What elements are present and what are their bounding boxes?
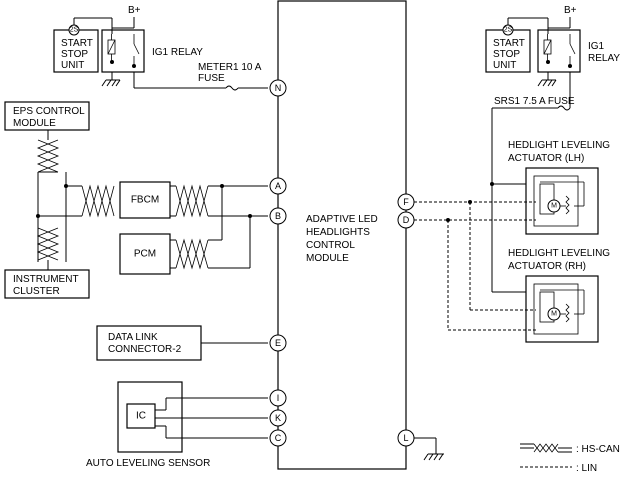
b-plus-right-label: B+ xyxy=(564,5,577,16)
start-stop-unit-right-line2: STOP xyxy=(493,49,520,60)
actuator-lh: HEDLIGHT LEVELING ACTUATOR (LH) M xyxy=(508,140,610,235)
start-stop-badge-right-text: 2S xyxy=(504,27,513,34)
eps-module-line1: EPS CONTROL xyxy=(13,106,85,117)
data-link-connector xyxy=(96,325,202,361)
data-link-line1: DATA LINK xyxy=(108,332,158,343)
adaptive-led-module-box xyxy=(277,0,407,470)
legend-hs-can: : HS-CAN xyxy=(576,444,620,455)
connector-c xyxy=(269,429,287,447)
meter-fuse-label-line2: FUSE xyxy=(198,73,225,84)
start-stop-unit-left-line1: START xyxy=(61,38,93,49)
instrument-cluster-line1: INSTRUMENT xyxy=(13,274,79,285)
actuator-rh: HEDLIGHT LEVELING ACTUATOR (RH) M xyxy=(508,248,610,343)
adaptive-module-line2: HEADLIGHTS xyxy=(306,227,370,238)
start-stop-unit-left-line3: UNIT xyxy=(61,60,84,71)
srs-fuse-label: SRS1 7.5 A FUSE xyxy=(494,96,575,107)
connector-n-label: N xyxy=(275,83,282,93)
ic-box xyxy=(126,403,156,429)
eps-control-module xyxy=(4,101,90,131)
connector-c-label: C xyxy=(275,433,282,443)
motor-lh-label: M xyxy=(551,203,557,210)
legend: : HS-CAN : LIN xyxy=(520,443,620,474)
ig1-relay-right-line2: RELAY xyxy=(588,53,620,64)
actuator-rh-line2: ACTUATOR (RH) xyxy=(508,261,586,272)
instrument-cluster xyxy=(4,269,90,299)
ig1-relay-left xyxy=(101,29,145,73)
pcm-box xyxy=(119,233,171,275)
ig1-relay-right xyxy=(537,29,581,73)
start-stop-badge-left-text: 2S xyxy=(70,27,79,34)
eps-module-line2: MODULE xyxy=(13,118,56,129)
start-stop-unit-right-line3: UNIT xyxy=(493,60,516,71)
start-stop-unit-right-line1: START xyxy=(493,38,525,49)
connector-d-label: D xyxy=(403,215,410,225)
connector-l-label: L xyxy=(403,433,408,443)
connector-n xyxy=(269,79,287,97)
actuator-lh-line1: HEDLIGHT LEVELING xyxy=(508,140,610,151)
connector-a-label: A xyxy=(275,181,281,191)
adaptive-module-line3: CONTROL xyxy=(306,240,355,251)
ic-label: IC xyxy=(136,411,146,422)
fbcm-box xyxy=(119,181,171,219)
start-stop-unit-left-line2: STOP xyxy=(61,49,88,60)
connector-b-label: B xyxy=(275,211,281,221)
actuator-rh-line1: HEDLIGHT LEVELING xyxy=(508,248,610,259)
start-stop-unit-left xyxy=(53,29,99,73)
lin-wiring xyxy=(414,200,536,331)
auto-leveling-label: AUTO LEVELING SENSOR xyxy=(86,458,210,469)
pcm-label: PCM xyxy=(134,249,156,260)
connector-k-label: K xyxy=(275,413,281,423)
connector-b xyxy=(269,207,287,225)
left-power-section: B+ 2S START STOP UNIT IG1 RELAY xyxy=(53,5,268,91)
connector-k xyxy=(269,409,287,427)
motor-rh-label: M xyxy=(551,311,557,318)
right-connectors: F D L xyxy=(397,193,444,461)
can-network-section: EPS CONTROL MODULE INSTRUMENT CLUSTER FB… xyxy=(4,101,268,299)
adaptive-module-line4: MODULE xyxy=(306,253,349,264)
b-plus-left-label: B+ xyxy=(128,5,141,16)
connector-a xyxy=(269,177,287,195)
left-connectors: N A B E I K C xyxy=(269,79,287,447)
connector-e xyxy=(269,334,287,352)
instrument-cluster-line2: CLUSTER xyxy=(13,286,60,297)
fbcm-label: FBCM xyxy=(131,195,159,206)
legend-lin: : LIN xyxy=(576,463,597,474)
actuator-rh-box xyxy=(525,275,599,343)
data-link-line2: CONNECTOR-2 xyxy=(108,344,182,355)
meter-fuse-label-line1: METER1 10 A xyxy=(198,62,262,73)
ig1-relay-left-label: IG1 RELAY xyxy=(152,47,203,58)
connector-i xyxy=(269,389,287,407)
adaptive-module-line1: ADAPTIVE LED xyxy=(306,214,378,225)
connector-e-label: E xyxy=(275,338,281,348)
actuator-lh-box xyxy=(525,167,599,235)
ig1-relay-right-line1: IG1 xyxy=(588,41,605,52)
connector-f-label: F xyxy=(403,197,409,207)
right-power-section: B+ 2S START STOP UNIT IG1 RELAY S xyxy=(485,5,620,293)
connector-i-label: I xyxy=(277,393,280,403)
actuator-lh-line2: ACTUATOR (LH) xyxy=(508,153,584,164)
